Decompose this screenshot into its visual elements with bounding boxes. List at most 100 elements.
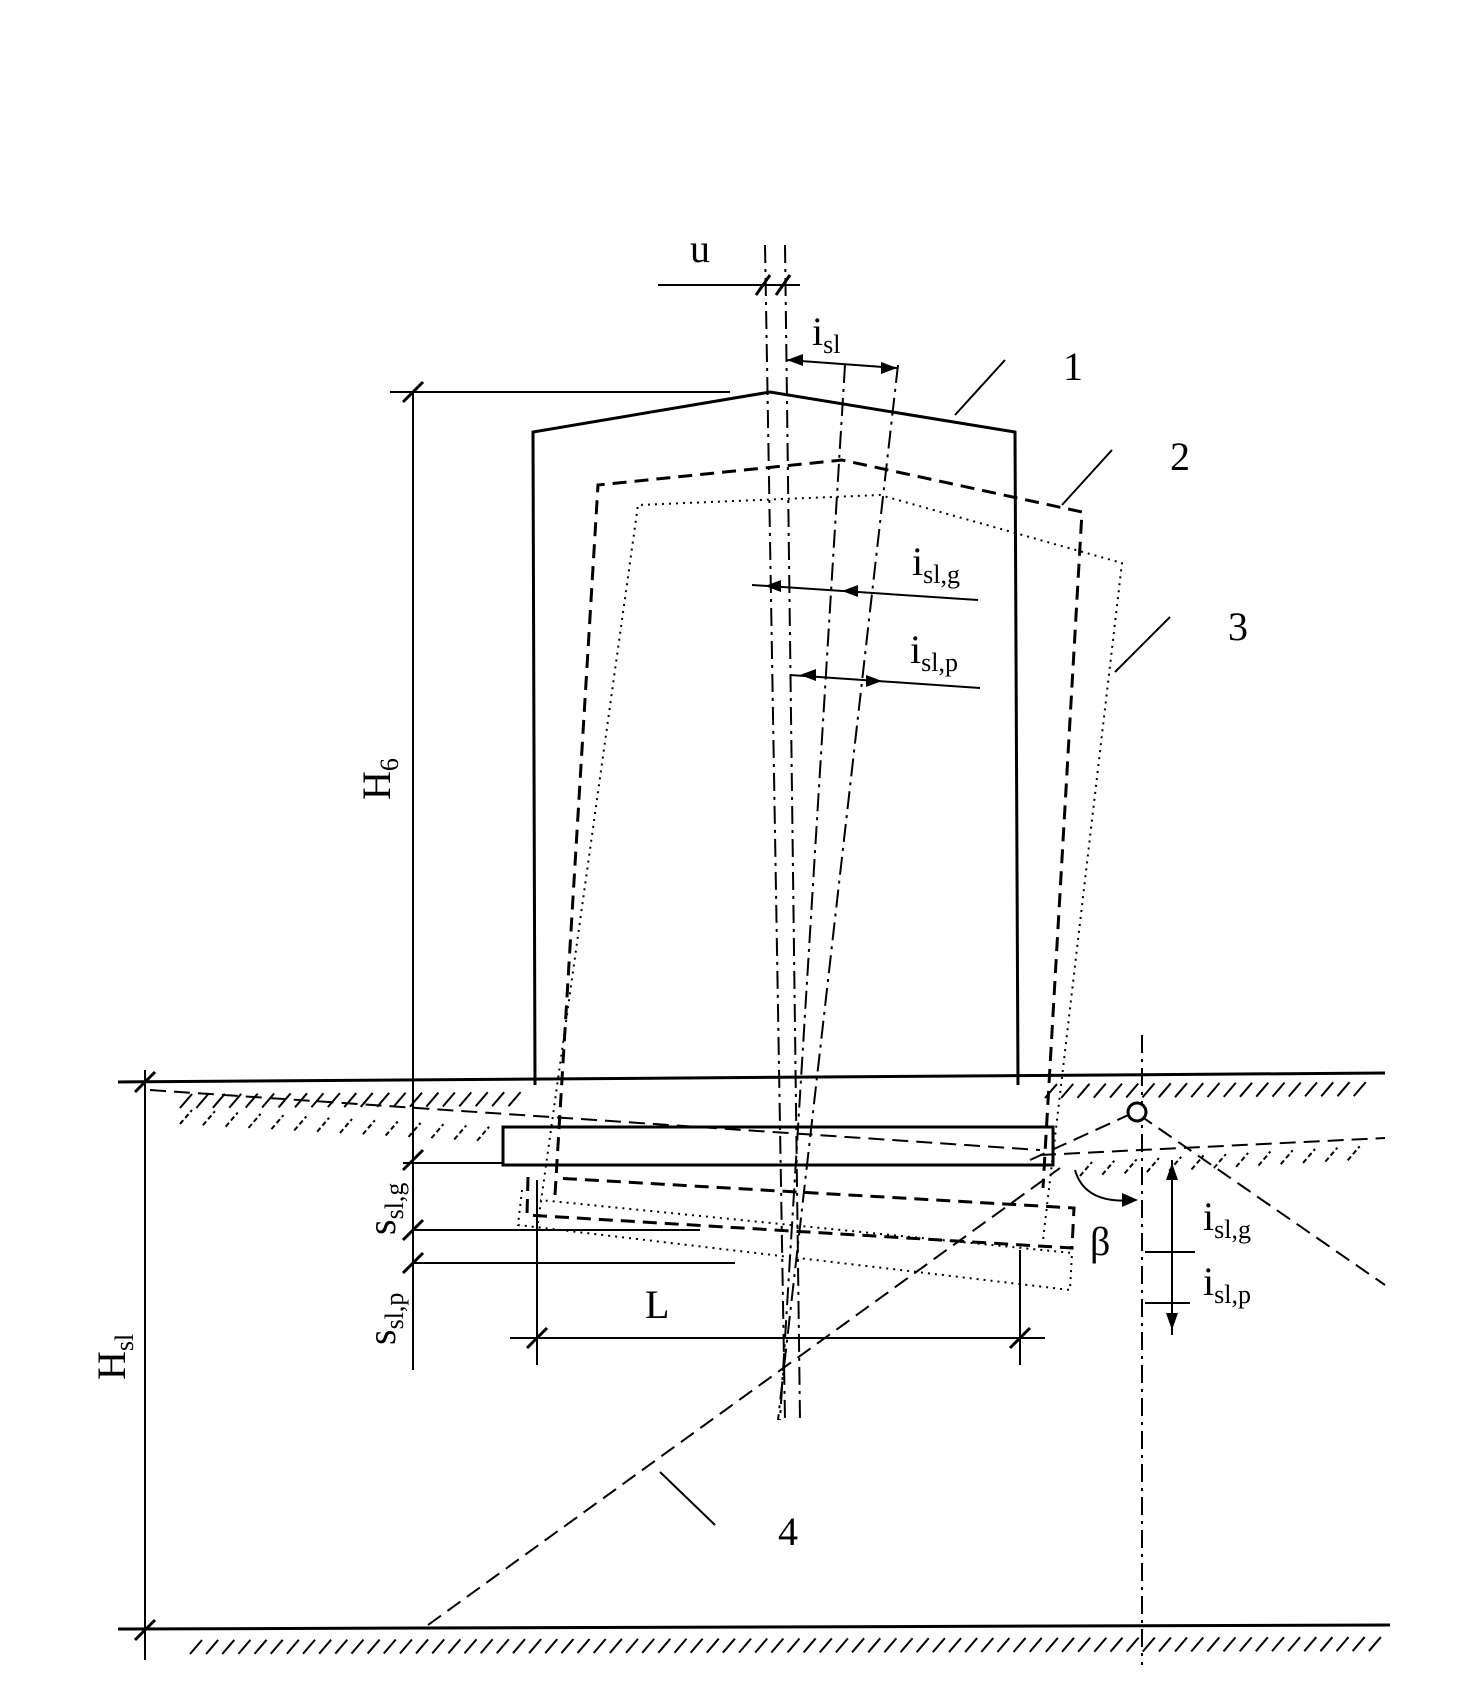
hatch-mark (1271, 1636, 1285, 1652)
hatch-mark (705, 1638, 720, 1654)
s-tick-2 (401, 1218, 425, 1242)
hatch-mark (1012, 1637, 1027, 1653)
hatch-mark (1206, 1082, 1221, 1098)
right-arrow-down (1166, 1313, 1178, 1330)
hatch-mark (625, 1638, 639, 1654)
hatch-mark (383, 1638, 397, 1655)
hatch-mark (270, 1114, 285, 1130)
isl-arrowhead-left (787, 354, 803, 366)
hatch-mark (883, 1637, 898, 1653)
hatch-mark (247, 1113, 262, 1129)
building-tilted-dotted-outline (536, 493, 1124, 1241)
hatch-mark (425, 1091, 440, 1108)
settled-ground-left (149, 1089, 1041, 1151)
hatch-mark (1222, 1082, 1237, 1098)
hatch-mark (195, 1093, 210, 1109)
label-beta: β (1090, 1219, 1110, 1264)
leader-3 (1114, 616, 1171, 673)
hatch-mark (1213, 1153, 1227, 1169)
hatch-mark (221, 1639, 236, 1655)
isl-arrow-line (786, 359, 898, 369)
h6-tick-top (401, 380, 425, 404)
label-hsl: Hsl (89, 1334, 139, 1380)
callout-1: 1 (1063, 344, 1083, 389)
leader-4 (659, 1471, 716, 1526)
hatch-mark (1287, 1081, 1302, 1098)
hatch-mark (224, 1111, 239, 1128)
hatch-mark (512, 1638, 526, 1654)
hatch-mark (253, 1639, 268, 1655)
label-islp-top: isl,p (910, 627, 958, 677)
hatch-mark (474, 1091, 489, 1107)
label-islg-top: isl,g (912, 539, 960, 589)
hatch-mark (1351, 1636, 1366, 1652)
hatch-mark (1206, 1636, 1221, 1653)
hatch-mark (592, 1638, 607, 1654)
hatch-mark (1125, 1082, 1140, 1099)
s-tick-3 (401, 1251, 425, 1275)
leader-2 (1061, 449, 1113, 506)
hatch-mark (316, 1117, 330, 1133)
islp-arrowhead-2 (866, 675, 882, 687)
l-tick-left (525, 1326, 549, 1350)
hatch-mark (1235, 1152, 1249, 1168)
u-tick-2 (774, 274, 792, 296)
hatch-mark (431, 1638, 445, 1655)
hatch-mark (179, 1093, 193, 1109)
hatch-mark (1368, 1636, 1382, 1652)
hatch-mark (399, 1638, 413, 1655)
hatch-mark (1320, 1081, 1335, 1097)
hatch-mark (609, 1638, 623, 1654)
hatch-mark (899, 1637, 914, 1653)
hatch-mark (802, 1637, 817, 1654)
hatch-mark (1239, 1082, 1253, 1098)
hatch-mark (1146, 1157, 1160, 1173)
leader-1 (954, 359, 1006, 416)
hatch-mark (463, 1638, 478, 1654)
hatch-mark (237, 1639, 252, 1655)
label-islp-right: isl,p (1203, 1259, 1251, 1309)
axis-vertical-2 (784, 244, 801, 1421)
hatch-mark (491, 1091, 505, 1107)
callout-3: 3 (1228, 604, 1248, 649)
label-l: L (645, 1282, 669, 1327)
hatch-mark (689, 1638, 704, 1654)
hatch-mark (1257, 1150, 1272, 1167)
foundation-slab (501, 1125, 1055, 1167)
hatch-mark (964, 1637, 978, 1653)
hatch-mark (576, 1638, 591, 1654)
hatch-mark (327, 1092, 341, 1108)
hatch-mark (835, 1637, 849, 1654)
hatch-mark (1109, 1082, 1123, 1099)
hatch-mark (1092, 1083, 1107, 1099)
u-tick-1 (754, 274, 772, 296)
hatch-mark (476, 1126, 490, 1142)
hatch-mark (657, 1638, 672, 1654)
hatch-mark (339, 1118, 353, 1134)
hatch-mark (1028, 1637, 1043, 1653)
pivot-icon (1126, 1101, 1148, 1123)
hatch-mark (528, 1638, 542, 1654)
hatch-mark (507, 1091, 522, 1107)
hatch-mark (496, 1638, 510, 1654)
hatch-mark (722, 1638, 736, 1654)
hatch-mark (458, 1091, 473, 1108)
hatch-mark (205, 1639, 219, 1655)
label-u: u (690, 226, 710, 271)
hatch-mark (1190, 1636, 1204, 1653)
hatch-mark (1101, 1160, 1116, 1176)
foundation-dashed (525, 1176, 1076, 1250)
hatch-mark (980, 1637, 995, 1653)
islg-arrowhead-1 (765, 580, 781, 592)
hatch-mark (544, 1638, 559, 1654)
hatch-mark (915, 1637, 930, 1653)
building-tilted-dashed-outline (553, 458, 1084, 1196)
settled-ground-hatching (179, 1109, 1361, 1177)
hatch-mark (318, 1639, 332, 1655)
hatch-mark (384, 1120, 399, 1137)
hatch-mark (343, 1092, 358, 1108)
callout-4: 4 (778, 1509, 798, 1554)
hatch-mark (1190, 1154, 1205, 1171)
hsl-tick-top (133, 1070, 157, 1094)
